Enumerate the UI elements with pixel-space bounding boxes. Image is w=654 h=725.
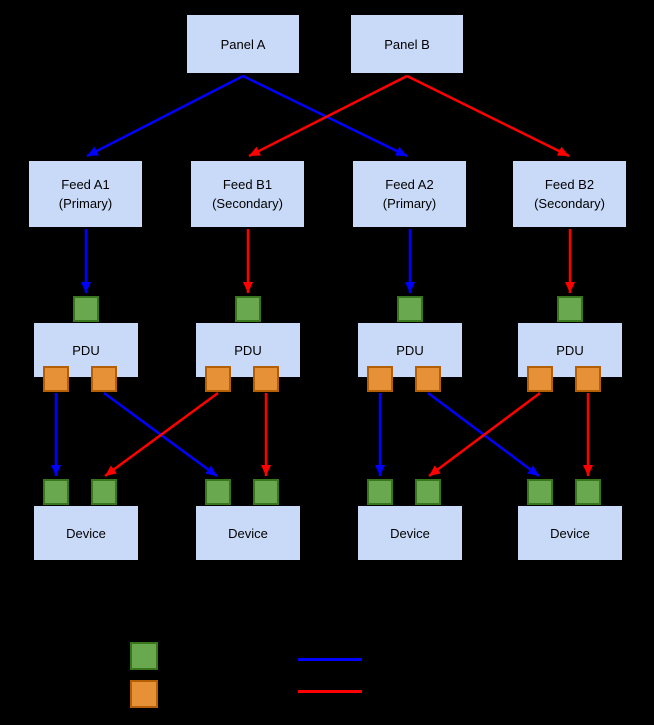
pdu-1-output-port-right: [91, 366, 117, 392]
arrow-pdu-1-to-device-2: [103, 391, 218, 478]
panel-b-box: Panel B: [350, 14, 464, 74]
feed-a2-box: Feed A2 (Primary): [352, 160, 467, 228]
feed-b2-box: Feed B2 (Secondary): [512, 160, 627, 228]
arrow-pdu-3-to-device-4: [427, 391, 540, 478]
legend-input-port-swatch: [130, 642, 158, 670]
feed-b1-role: (Secondary): [212, 196, 283, 211]
arrow-panel-a-to-feed-a1: [86, 74, 244, 158]
device-2-box: Device: [195, 505, 301, 561]
feed-b2-role: (Secondary): [534, 196, 605, 211]
device-4-input-port-left: [527, 479, 553, 505]
pdu-1-output-port-left: [43, 366, 69, 392]
panel-a-box: Panel A: [186, 14, 300, 74]
device-1-box: Device: [33, 505, 139, 561]
arrow-pdu-4-to-device-3: [428, 391, 541, 478]
arrow-panel-b-to-feed-b1: [248, 74, 408, 158]
feed-b1-name: Feed B1: [222, 176, 273, 192]
feed-b2-name: Feed B2: [544, 176, 595, 192]
device-1-input-port-left: [43, 479, 69, 505]
pdu-2-output-port-right: [253, 366, 279, 392]
primary-feed-wires: [51, 74, 540, 478]
pdu-4-output-port-left: [527, 366, 553, 392]
feed-a1-box: Feed A1 (Primary): [28, 160, 143, 228]
pdu-1-input-port: [73, 296, 99, 322]
pdu-3-output-port-right: [415, 366, 441, 392]
device-4-input-port-right: [575, 479, 601, 505]
feed-a2-name: Feed A2: [385, 176, 434, 192]
pdu-2-input-port: [235, 296, 261, 322]
feed-a1-role: (Primary): [58, 196, 113, 211]
feed-a1-name: Feed A1: [61, 176, 110, 192]
pdu-4-output-port-right: [575, 366, 601, 392]
arrow-panel-b-to-feed-b2: [406, 74, 570, 158]
panel-a-label: Panel A: [220, 36, 266, 52]
device-4-box: Device: [517, 505, 623, 561]
feed-b1-box: Feed B1 (Secondary): [190, 160, 305, 228]
pdu-2-label: PDU: [234, 342, 262, 358]
pdu-1-label: PDU: [72, 342, 100, 358]
legend-secondary-line: [298, 690, 362, 693]
device-2-label: Device: [228, 525, 268, 541]
device-3-input-port-right: [415, 479, 441, 505]
device-2-input-port-left: [205, 479, 231, 505]
device-3-input-port-left: [367, 479, 393, 505]
feed-a2-role: (Primary): [382, 196, 437, 211]
pdu-4-input-port: [557, 296, 583, 322]
secondary-feed-wires: [104, 74, 593, 478]
pdu-3-output-port-left: [367, 366, 393, 392]
device-1-label: Device: [66, 525, 106, 541]
legend-output-port-swatch: [130, 680, 158, 708]
pdu-4-label: PDU: [556, 342, 584, 358]
device-3-label: Device: [390, 525, 430, 541]
pdu-3-label: PDU: [396, 342, 424, 358]
device-2-input-port-right: [253, 479, 279, 505]
device-3-box: Device: [357, 505, 463, 561]
pdu-2-output-port-left: [205, 366, 231, 392]
panel-b-label: Panel B: [384, 36, 430, 52]
pdu-3-input-port: [397, 296, 423, 322]
arrow-pdu-2-to-device-1: [104, 391, 219, 478]
arrow-panel-a-to-feed-a2: [242, 74, 408, 158]
device-1-input-port-right: [91, 479, 117, 505]
device-4-label: Device: [550, 525, 590, 541]
legend-primary-line: [298, 658, 362, 661]
